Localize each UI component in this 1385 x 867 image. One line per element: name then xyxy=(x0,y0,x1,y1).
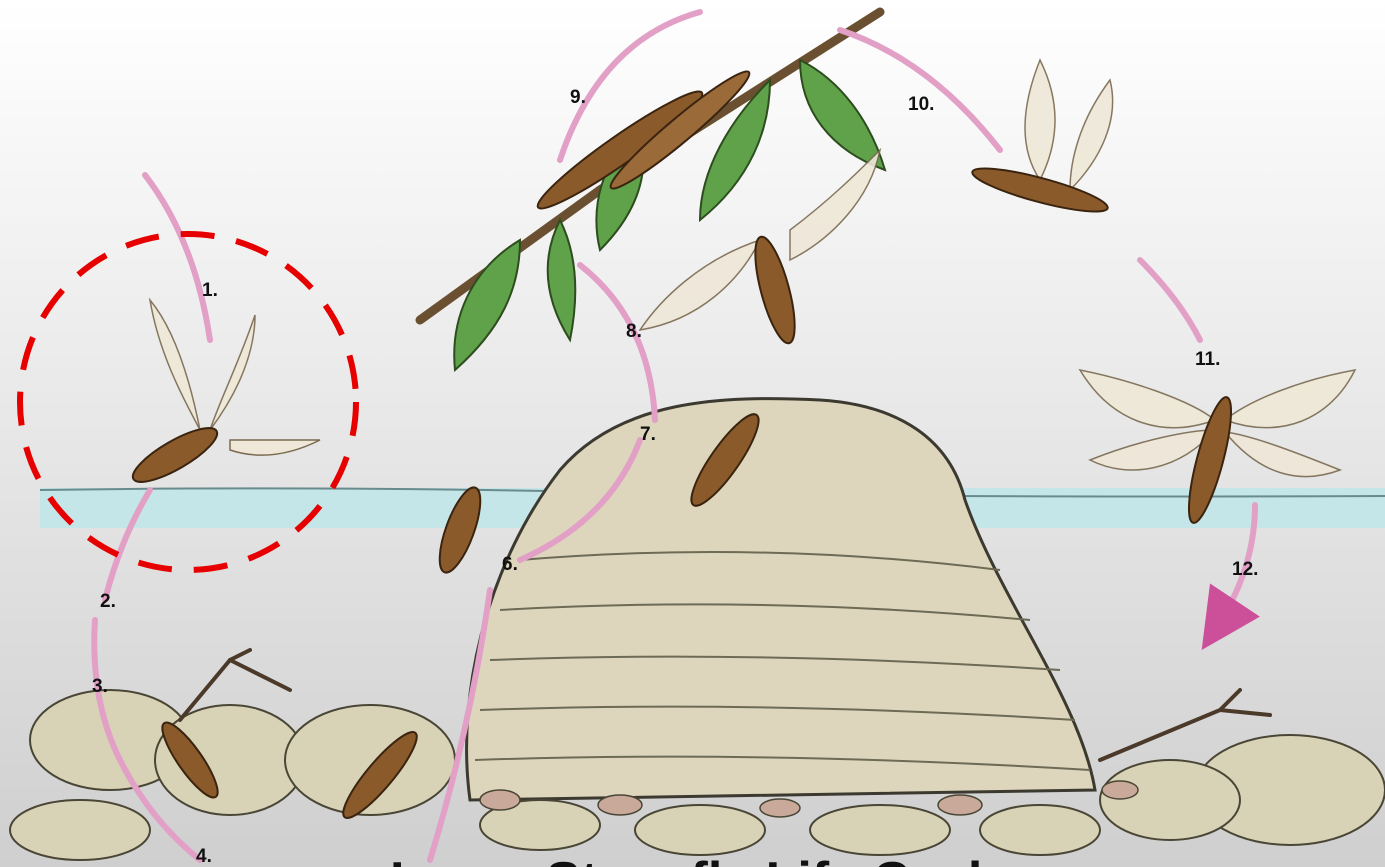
stage-label-6: 6. xyxy=(502,554,518,575)
stage-label-10: 10. xyxy=(908,94,934,115)
stage-label-2: 2. xyxy=(100,591,116,612)
stage-label-9: 9. xyxy=(570,87,586,108)
stage-label-12: 12. xyxy=(1232,559,1258,580)
stage-label-4: 4. xyxy=(196,846,212,867)
stage-label-8: 8. xyxy=(626,321,642,342)
stage-label-3: 3. xyxy=(92,676,108,697)
stage-label-7: 7. xyxy=(640,424,656,445)
stage-label-1: 1. xyxy=(202,280,218,301)
stage-label-11: 11. xyxy=(1195,349,1220,370)
figure-caption: Large Stonefly Life Cycle xyxy=(390,852,1011,867)
